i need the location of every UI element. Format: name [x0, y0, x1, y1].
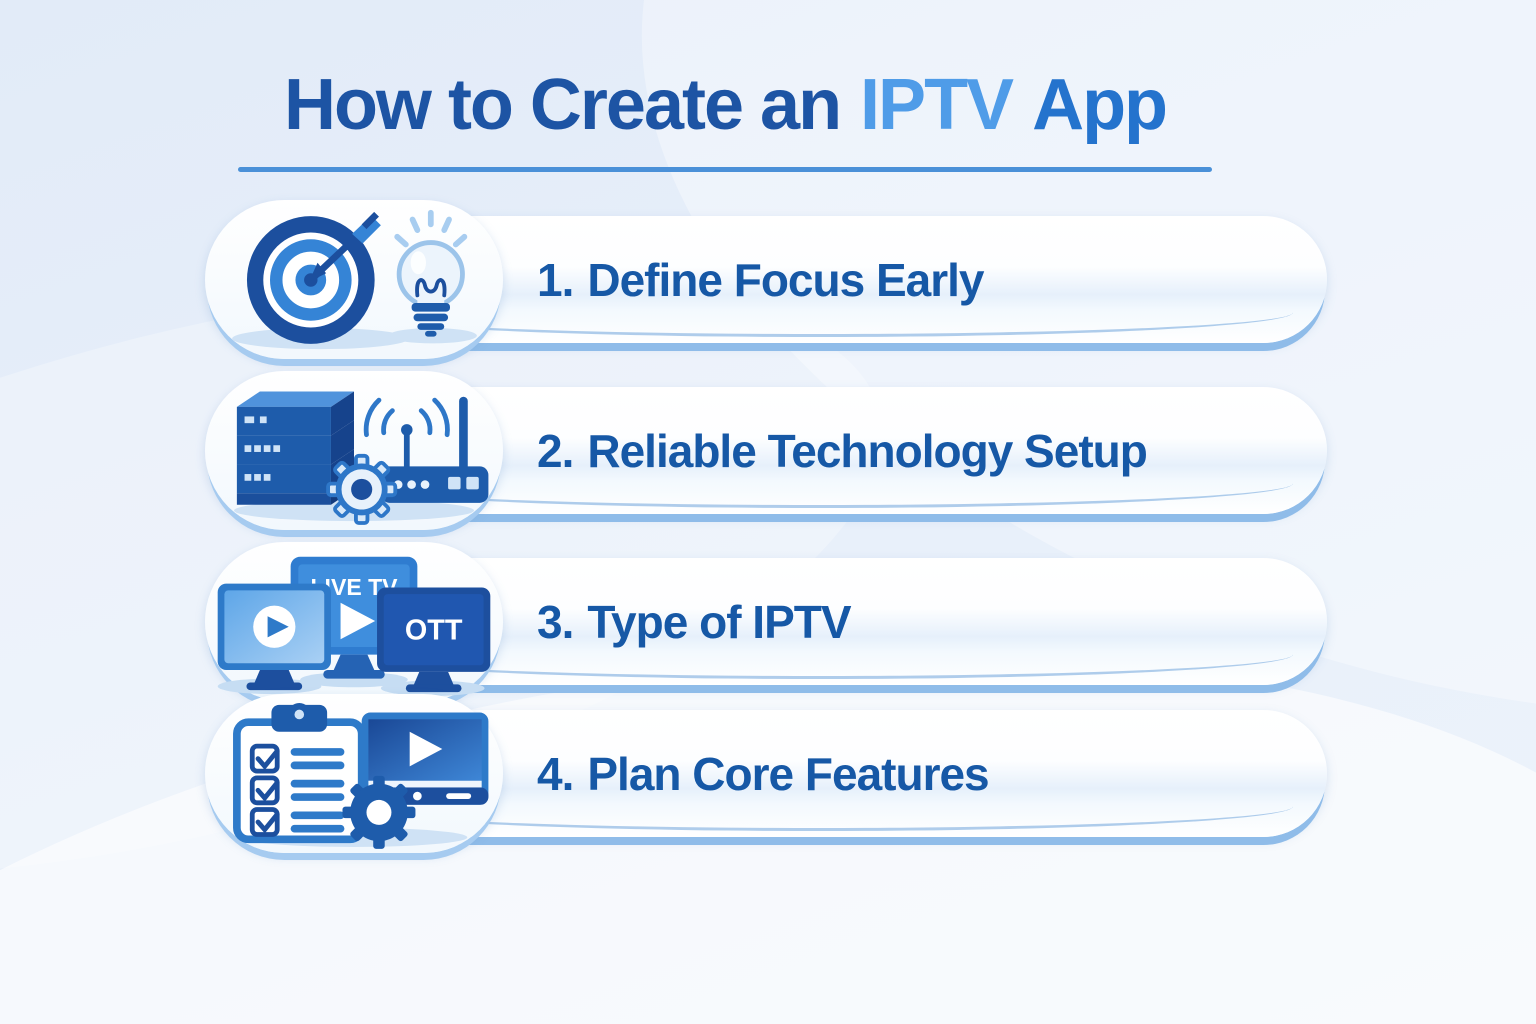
step-number: 2.	[537, 424, 574, 477]
bar-wave-decoration	[345, 630, 1293, 679]
step-icon-capsule	[205, 694, 503, 853]
ott-label: OTT	[405, 614, 463, 646]
ott-monitor-icon: OTT	[377, 586, 491, 692]
wifi-signal-icon	[363, 397, 450, 437]
wifi-router-icon	[380, 396, 489, 503]
gear-icon	[326, 453, 398, 525]
step-label: 4. Plan Core Features	[537, 710, 990, 837]
step-row-2: 2. Reliable Technology Setup	[205, 371, 1327, 530]
step-row-1: 1. Define Focus Early	[205, 200, 1327, 359]
checklist-clipboard-icon	[233, 702, 366, 843]
title-text-end: App	[1032, 65, 1168, 145]
play-monitor-icon	[217, 583, 331, 690]
step-number: 3.	[537, 595, 574, 648]
step-icon-capsule: LIVE TV OTT	[205, 542, 503, 701]
step-row-3: LIVE TV OTT	[205, 542, 1327, 701]
bar-wave-decoration	[345, 782, 1293, 831]
video-player-icon	[361, 712, 489, 805]
step-number: 1.	[537, 253, 574, 306]
page-title: How to Create an IPTV App	[0, 64, 1450, 147]
iptv-monitors-icon: LIVE TV OTT	[217, 556, 491, 696]
gear-icon	[342, 775, 416, 849]
step-row-4: 4. Plan Core Features	[205, 694, 1327, 853]
step-text: Plan Core Features	[587, 747, 989, 800]
step-icon-capsule	[205, 200, 503, 359]
target-arrow-icon	[246, 211, 381, 344]
title-text-highlight: IPTV	[860, 65, 1014, 145]
checklist-player-gear-icon	[233, 702, 489, 849]
step-text: Type of IPTV	[587, 595, 851, 648]
lightbulb-icon	[394, 209, 468, 337]
bar-wave-decoration	[345, 288, 1293, 337]
title-text-dark: How to Create an	[283, 65, 842, 145]
step-icon-capsule	[205, 371, 503, 530]
step-text: Define Focus Early	[587, 253, 984, 306]
target-arrow-and-lightbulb-icon	[232, 209, 477, 349]
step-label: 1. Define Focus Early	[537, 216, 985, 343]
step-text: Reliable Technology Setup	[587, 424, 1147, 477]
step-label: 2. Reliable Technology Setup	[537, 387, 1148, 514]
step-number: 4.	[537, 747, 574, 800]
server-router-gear-icon	[234, 390, 489, 525]
step-label: 3. Type of IPTV	[537, 558, 852, 685]
title-underline	[238, 167, 1212, 172]
bar-wave-decoration	[345, 459, 1293, 508]
